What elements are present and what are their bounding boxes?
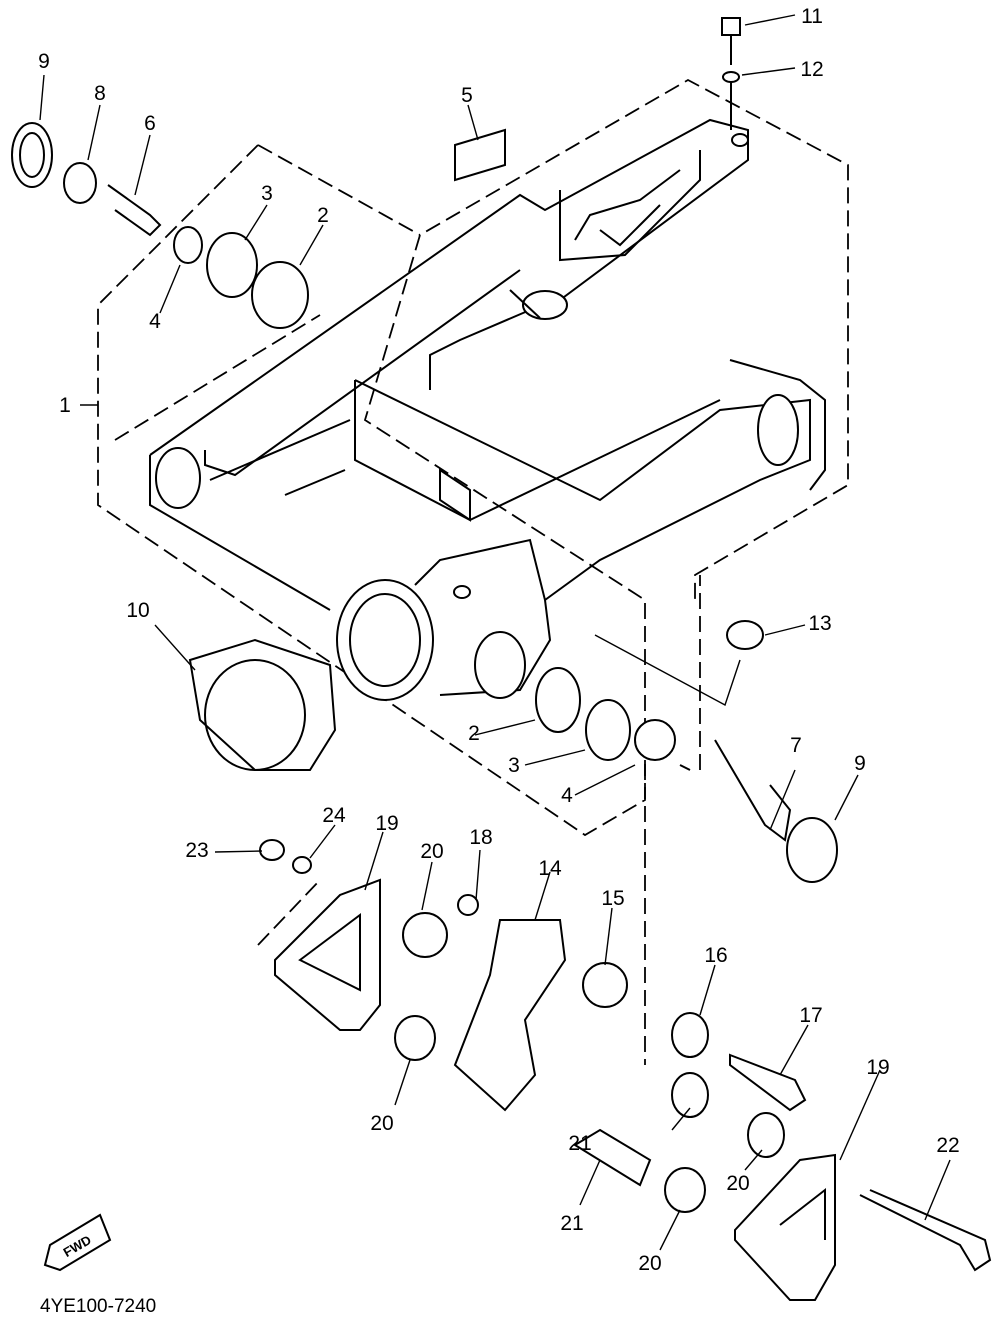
assembly-outline bbox=[97, 78, 849, 1065]
part-label-22: 22 bbox=[936, 1134, 959, 1157]
part-label-13: 13 bbox=[808, 612, 831, 635]
diagram-code: 4YE100-7240 bbox=[40, 1296, 156, 1317]
part-label-18: 18 bbox=[469, 826, 492, 849]
part-label-11: 11 bbox=[801, 5, 823, 28]
parts bbox=[11, 17, 992, 1301]
part-label-9: 9 bbox=[38, 50, 50, 73]
part-label-15: 15 bbox=[601, 887, 624, 910]
part-label-8: 8 bbox=[94, 82, 106, 105]
part-label-10: 10 bbox=[126, 599, 149, 622]
part-label-20: 20 bbox=[638, 1252, 661, 1275]
part-label-4: 4 bbox=[149, 310, 161, 333]
part-label-20: 20 bbox=[420, 840, 443, 863]
part-label-14: 14 bbox=[538, 857, 562, 880]
part-label-3: 3 bbox=[261, 182, 273, 205]
part-label-2: 2 bbox=[317, 204, 329, 227]
part-label-9: 9 bbox=[854, 752, 866, 775]
part-label-6: 6 bbox=[144, 112, 156, 135]
part-label-17: 17 bbox=[799, 1004, 822, 1027]
part-label-1: 1 bbox=[59, 394, 71, 417]
part-label-19: 19 bbox=[375, 812, 398, 835]
part-label-21: 21 bbox=[568, 1132, 591, 1155]
part-label-4: 4 bbox=[561, 784, 573, 807]
part-label-12: 12 bbox=[800, 58, 823, 81]
part-label-7: 7 bbox=[790, 734, 802, 757]
part-label-3: 3 bbox=[508, 754, 520, 777]
part-label-20: 20 bbox=[370, 1112, 393, 1135]
part-label-19: 19 bbox=[866, 1056, 889, 1079]
leader-lines bbox=[39, 14, 951, 1251]
part-label-16: 16 bbox=[704, 944, 727, 967]
part-label-23: 23 bbox=[185, 839, 208, 862]
part-label-20: 20 bbox=[726, 1172, 749, 1195]
part-label-2: 2 bbox=[468, 722, 480, 745]
part-label-5: 5 bbox=[461, 84, 473, 107]
swingarm bbox=[149, 118, 826, 701]
part-label-21: 21 bbox=[560, 1212, 583, 1235]
part-label-24: 24 bbox=[322, 804, 346, 827]
